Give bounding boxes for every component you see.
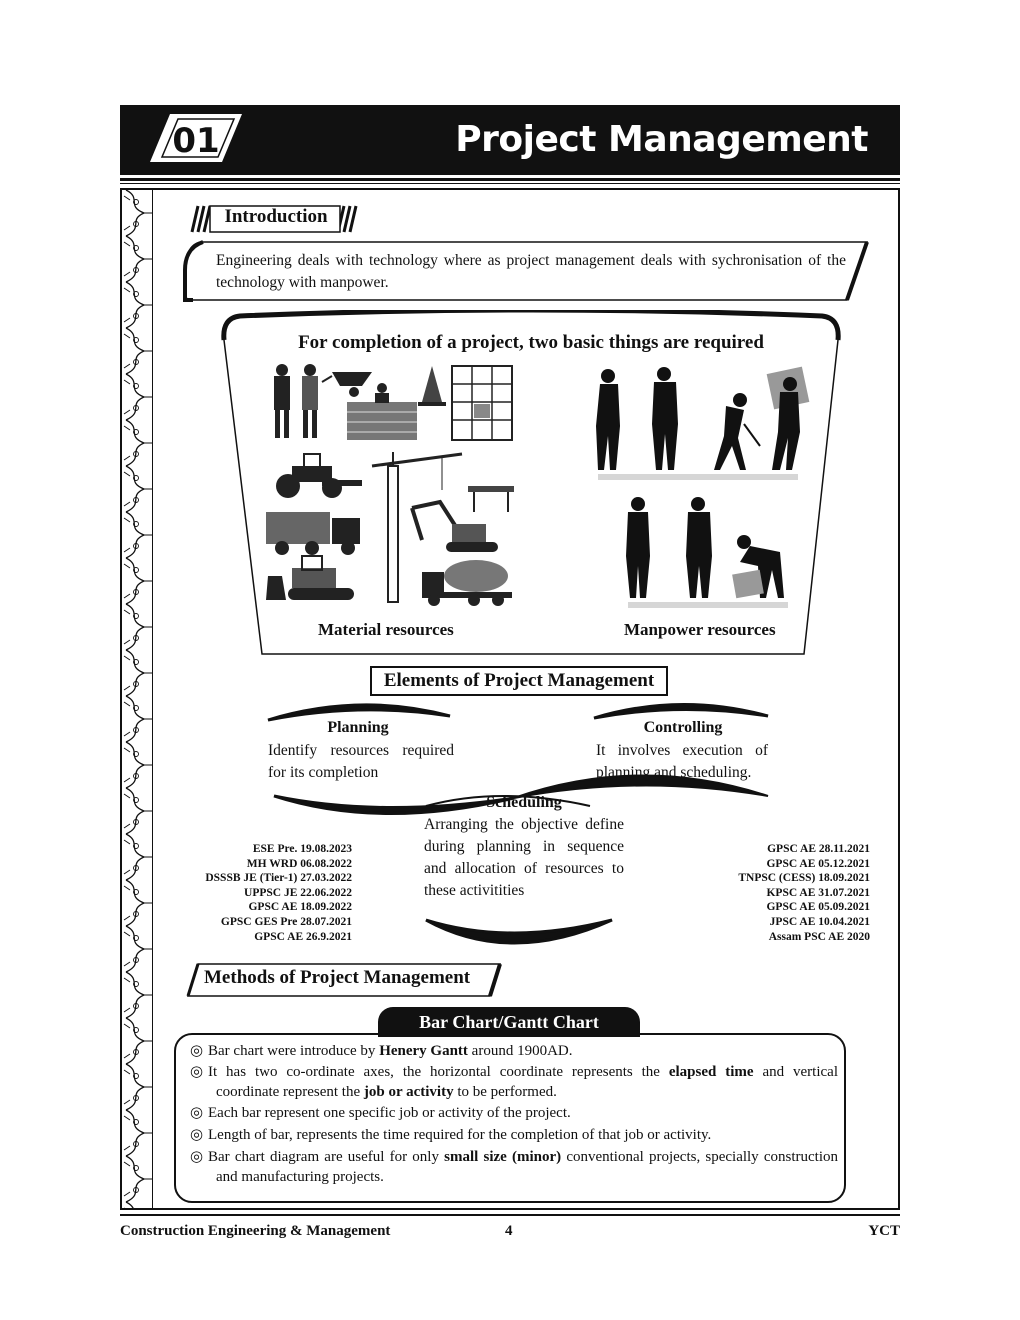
exam-reference: UPPSC JE 22.06.2022 (244, 886, 352, 899)
chapter-number: 01 (172, 121, 219, 161)
introduction-text: Engineering deals with technology where … (216, 252, 846, 291)
scheduling-text: Arranging the objective define during pl… (424, 816, 624, 899)
bar-chart-box (174, 1033, 846, 1203)
resources-title: For completion of a project, two basic t… (298, 332, 764, 353)
material-resources-illustration (266, 364, 514, 606)
target-bullet-icon: ◎ (190, 1064, 204, 1080)
controlling-title: Controlling (643, 719, 723, 736)
bar-chart-bullet: ◎Bar chart diagram are useful for only s… (190, 1149, 839, 1185)
header-rule (120, 178, 900, 181)
methods-heading: Methods of Project Management (204, 967, 471, 988)
target-bullet-icon: ◎ (190, 1043, 204, 1059)
exam-reference: ESE Pre. 19.08.2023 (252, 843, 352, 855)
target-bullet-icon: ◎ (190, 1127, 204, 1143)
methods-heading-banner (186, 963, 502, 997)
chapter-header: Project Management (120, 105, 900, 175)
controlling-text: It involves execution of planning and sc… (596, 742, 768, 781)
chapter-title: Project Management (455, 119, 868, 160)
material-resources-caption: Material resources (318, 620, 454, 639)
introduction-box (183, 240, 869, 302)
exam-reference: MH WRD 06.08.2022 (246, 857, 352, 870)
exam-references-right: GPSC AE 28.11.2021 GPSC AE 05.12.2021 TN… (680, 842, 870, 944)
elements-swoosh-decorations (267, 703, 769, 945)
bar-chart-bullet: ◎Bar chart were introduce by Henery Gant… (190, 1043, 573, 1059)
manpower-resources-illustration (596, 366, 810, 608)
exam-reference: DSSSB JE (Tier-1) 27.03.2022 (205, 872, 352, 885)
bar-chart-bullet: ◎Each bar represent one specific job or … (190, 1105, 571, 1121)
page-frame (120, 188, 900, 1210)
exam-reference: JPSC AE 10.04.2021 (769, 915, 870, 928)
planning-title: Planning (327, 719, 389, 736)
manpower-resources-caption: Manpower resources (624, 620, 776, 639)
introduction-heading: Introduction (224, 206, 328, 227)
exam-reference: TNPSC (CESS) 18.09.2021 (738, 872, 870, 885)
page-number: 4 (505, 1223, 513, 1239)
decorative-border (122, 190, 153, 1208)
exam-reference: GPSC GES Pre 28.07.2021 (220, 915, 352, 928)
footer-book-title: Construction Engineering & Management (120, 1223, 391, 1239)
elements-heading: Elements of Project Management (370, 666, 668, 696)
exam-reference: GPSC AE 05.12.2021 (766, 857, 870, 870)
scheduling-title: Scheduling (486, 794, 562, 811)
footer-publisher: YCT (868, 1223, 900, 1239)
exam-reference: GPSC AE 18.09.2022 (248, 901, 352, 914)
exam-references-left: ESE Pre. 19.08.2023 MH WRD 06.08.2022 DS… (160, 842, 352, 944)
target-bullet-icon: ◎ (190, 1105, 204, 1121)
header-rule-thin (120, 183, 900, 184)
bar-chart-bullet: ◎Length of bar, represents the time requ… (190, 1127, 712, 1143)
chapter-number-badge: 01 (150, 114, 242, 162)
exam-reference: GPSC AE 26.9.2021 (254, 930, 352, 943)
introduction-heading-banner (190, 205, 358, 233)
bar-chart-bullet: ◎It has two co-ordinate axes, the horizo… (190, 1064, 838, 1100)
planning-text: Identify resources required for its comp… (268, 742, 454, 781)
bar-chart-title: Bar Chart/Gantt Chart (378, 1007, 640, 1037)
exam-reference: KPSC AE 31.07.2021 (766, 886, 870, 899)
exam-reference: Assam PSC AE 2020 (768, 930, 870, 943)
target-bullet-icon: ◎ (190, 1149, 204, 1165)
exam-reference: GPSC AE 05.09.2021 (766, 901, 870, 914)
footer-rule (120, 1214, 900, 1216)
exam-reference: GPSC AE 28.11.2021 (767, 843, 870, 855)
